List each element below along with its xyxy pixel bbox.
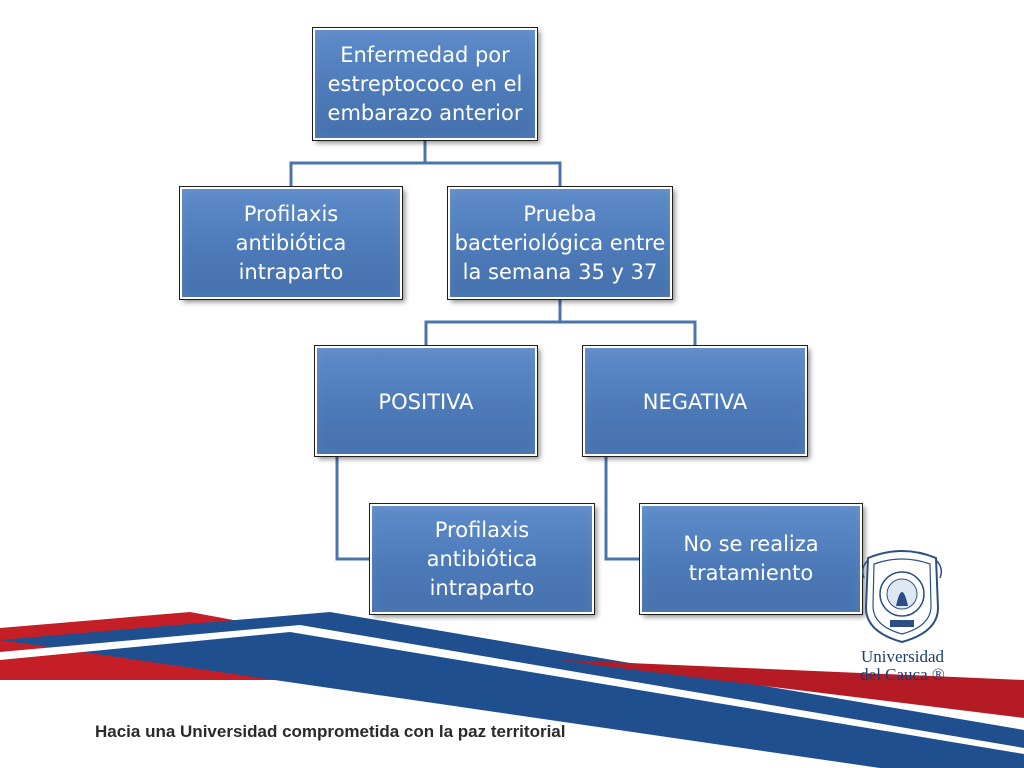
node-root: Enfermedad por estreptococo en el embara…: [312, 27, 538, 141]
node-negative: NEGATIVA: [582, 345, 808, 457]
connector-negative-child: [604, 456, 640, 561]
band-red-right: [560, 660, 1024, 718]
node-prophylaxis-positive: Profilaxis antibiótica intraparto: [369, 503, 595, 615]
node-prophylaxis-left: Profilaxis antibiótica intraparto: [179, 186, 403, 300]
university-logo: Universidad del Cauca ®: [850, 548, 955, 688]
footer-slogan: Hacia una Universidad comprometida con l…: [95, 722, 566, 741]
university-name-line2: del Cauca ®: [860, 665, 945, 684]
node-positive: POSITIVA: [314, 345, 538, 457]
university-seal-icon: [861, 550, 943, 644]
node-no-treatment: No se realiza tratamiento: [639, 503, 863, 615]
band-blue-top: [0, 612, 1024, 768]
university-name: Universidad del Cauca ®: [850, 648, 955, 684]
connector-test-branches: [424, 320, 697, 346]
connector-root-branches: [289, 161, 562, 187]
node-bacteriological-test: Prueba bacteriológica entre la semana 35…: [447, 186, 673, 300]
university-name-line1: Universidad: [860, 647, 945, 666]
connector-positive-child: [335, 456, 370, 561]
